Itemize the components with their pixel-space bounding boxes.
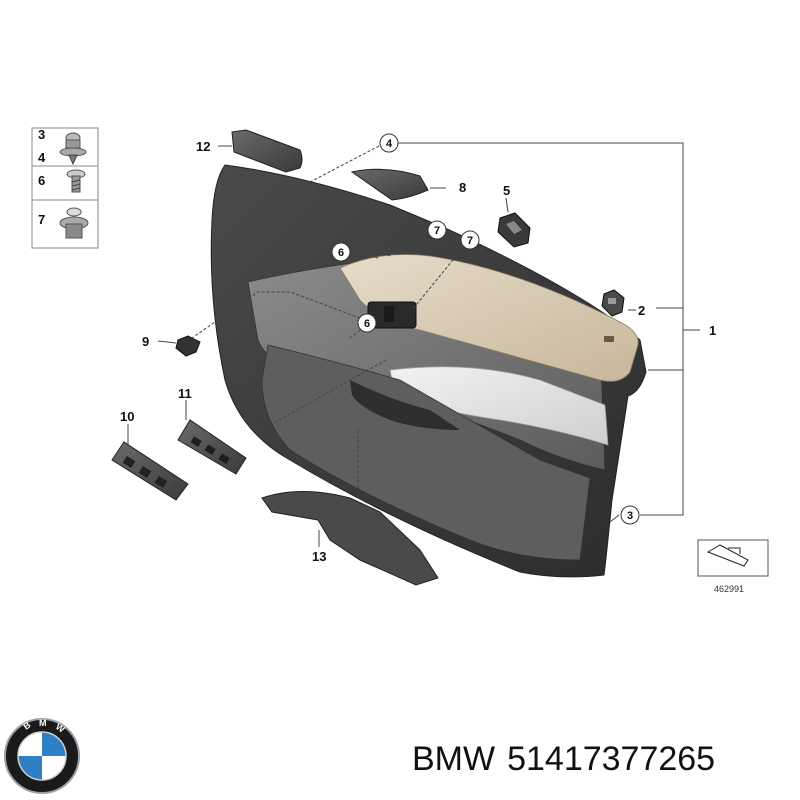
legend-label-4: 4 xyxy=(38,150,46,165)
svg-text:B: B xyxy=(21,719,32,731)
insulation-pad-part xyxy=(261,491,439,586)
fastener-legend: 3 4 6 7 xyxy=(31,127,99,249)
switch-cover-part xyxy=(177,419,247,475)
callout-5: 5 xyxy=(503,183,510,198)
legend-label-3: 3 xyxy=(38,127,45,142)
circle-callout-7b: 7 xyxy=(460,230,480,250)
clip-icon xyxy=(59,132,87,166)
reference-box: 462991 xyxy=(697,539,769,594)
small-switch-part xyxy=(175,335,201,357)
legend-label-6: 6 xyxy=(38,173,45,188)
triangle-cover-part xyxy=(350,168,429,201)
circle-callout-6a: 6 xyxy=(331,242,351,262)
circle-callout-7a: 7 xyxy=(427,220,447,240)
callout-13: 13 xyxy=(312,549,326,564)
expanding-nut-icon xyxy=(59,207,89,239)
circle-callout-3: 3 xyxy=(620,505,640,525)
part-number: 51417377265 xyxy=(507,740,716,778)
callout-11: 11 xyxy=(178,386,192,401)
brand-name: BMW xyxy=(412,740,496,778)
bracket-part xyxy=(601,289,625,317)
switch-housing-part xyxy=(497,212,531,248)
top-strip-part xyxy=(231,129,303,173)
circle-label: 6 xyxy=(338,247,344,259)
callout-10: 10 xyxy=(120,409,134,424)
circle-label: 7 xyxy=(434,225,440,237)
callout-2: 2 xyxy=(638,303,645,318)
callout-9: 9 xyxy=(142,334,149,349)
circle-label: 6 xyxy=(364,318,370,330)
screw-icon xyxy=(66,169,86,193)
circle-callout-6b: 6 xyxy=(357,313,377,333)
circle-label: 4 xyxy=(386,138,393,150)
part-caption: BMW 51417377265 xyxy=(412,740,792,784)
svg-text:M: M xyxy=(39,718,47,728)
callout-8: 8 xyxy=(459,180,466,195)
reference-number: 462991 xyxy=(714,584,744,594)
circle-callout-4: 4 xyxy=(379,133,399,153)
legend-label-7: 7 xyxy=(38,212,45,227)
leader-lines xyxy=(127,142,700,547)
switch-panel-part xyxy=(111,441,189,501)
door-trim-panel xyxy=(210,164,647,578)
bmw-logo: B M W xyxy=(4,718,80,794)
circle-label: 7 xyxy=(467,235,473,247)
circle-label: 3 xyxy=(627,510,633,522)
callout-1: 1 xyxy=(709,323,716,338)
callout-12: 12 xyxy=(196,139,210,154)
